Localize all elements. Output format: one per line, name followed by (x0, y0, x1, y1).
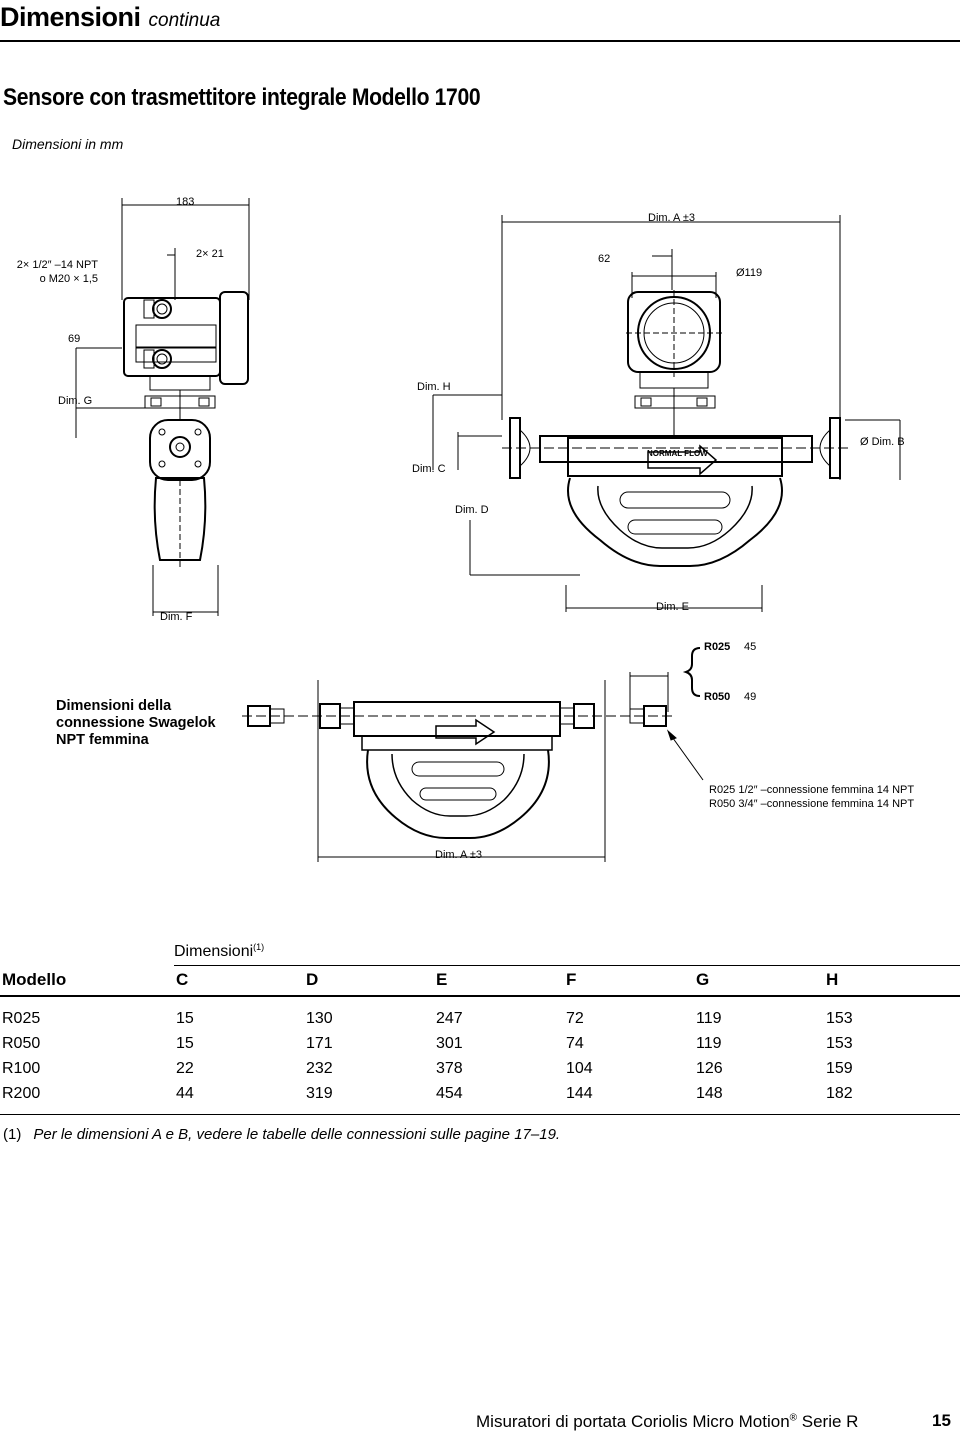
table-cell: 130 (306, 1010, 333, 1027)
label-r025: R025 (704, 641, 730, 653)
group-header-rule (174, 965, 960, 966)
footnote-text: Per le dimensioni A e B, vedere le tabel… (33, 1126, 561, 1143)
page-title: Dimensioni continua (0, 2, 220, 33)
table-cell: R025 (2, 1010, 41, 1027)
table-cell: 153 (826, 1010, 853, 1027)
label-conduit-1: 2× 1/2″ –14 NPT (17, 259, 99, 271)
label-183: 183 (176, 196, 194, 208)
table-cell: 148 (696, 1085, 723, 1102)
label-flow: NORMAL FLOW (647, 449, 708, 458)
table-cell: 15 (176, 1035, 194, 1052)
transmitter-side-view (123, 291, 249, 570)
label-conduit-2: o M20 × 1,5 (40, 273, 98, 285)
table-cell: 171 (306, 1035, 333, 1052)
label-69: 69 (68, 333, 80, 345)
label-conn-note-2: R050 3/4″ –connessione femmina 14 NPT (709, 798, 914, 810)
footer-product: Misuratori di portata Coriolis Micro Mot… (476, 1412, 858, 1432)
section-title: Sensore con trasmettitore integrale Mode… (3, 84, 481, 111)
table-cell: 301 (436, 1035, 463, 1052)
table-cell: 119 (696, 1035, 722, 1052)
col-header-g: G (696, 970, 710, 989)
heading-rule (0, 40, 960, 42)
footnote-number: (1) (3, 1126, 22, 1143)
label-dim-f: Dim. F (160, 611, 193, 623)
swagelok-label-line2: connessione Swagelok (56, 715, 216, 731)
label-dim-g: Dim. G (58, 395, 92, 407)
page-title-main: Dimensioni (0, 2, 141, 32)
col-header-modello: Modello (2, 970, 67, 989)
label-62: 62 (598, 253, 610, 265)
label-r025-val: 45 (744, 641, 756, 653)
table-cell: R200 (2, 1085, 41, 1102)
footer-product-name: Misuratori di portata Coriolis Micro Mot… (476, 1412, 790, 1431)
label-dim-c: Dim. C (412, 463, 446, 475)
table-cell: 454 (436, 1085, 463, 1102)
table-cell: 104 (566, 1060, 593, 1077)
dimensions-footnote-ref: (1) (253, 942, 265, 952)
table-cell: R050 (2, 1035, 41, 1052)
footer-series: Serie R (801, 1412, 859, 1431)
col-header-f: F (566, 970, 577, 989)
table-cell: 159 (826, 1060, 853, 1077)
label-dim-e: Dim. E (656, 601, 689, 613)
table-cell: 126 (696, 1060, 723, 1077)
table-cell: 232 (306, 1060, 333, 1077)
table-cell: 74 (566, 1035, 584, 1052)
table-bottom-rule (0, 1114, 960, 1115)
swagelok-label-line1: Dimensioni della (56, 698, 172, 714)
label-2x21: 2× 21 (196, 248, 224, 260)
units-note: Dimensioni in mm (12, 136, 124, 152)
label-dim-h: Dim. H (417, 381, 451, 393)
table-cell: R100 (2, 1060, 41, 1077)
swagelok-label-line3: NPT femmina (56, 732, 149, 748)
table-cell: 15 (176, 1010, 194, 1027)
table-header-rule (0, 995, 960, 997)
table-cell: 119 (696, 1010, 722, 1027)
label-dim-a-top: Dim. A ±3 (648, 212, 695, 224)
sensor-front-view (502, 417, 850, 567)
table-cell: 44 (176, 1085, 194, 1102)
col-header-d: D (306, 970, 319, 989)
label-dim-a-bottom: Dim. A ±3 (435, 849, 482, 861)
page-number: 15 (932, 1411, 951, 1430)
registered-mark: ® (789, 1412, 798, 1424)
col-header-c: C (176, 970, 189, 989)
table-cell: 319 (306, 1085, 333, 1102)
table-cell: 22 (176, 1060, 194, 1077)
dimensions-group-header: Dimensioni(1) (174, 942, 264, 961)
label-r050: R050 (704, 691, 730, 703)
label-dim-d: Dim. D (455, 504, 489, 516)
table-cell: 72 (566, 1010, 584, 1027)
col-header-h: H (826, 970, 839, 989)
table-cell: 144 (566, 1085, 593, 1102)
label-r050-val: 49 (744, 691, 756, 703)
dimension-drawing: 183 Dim. A ±3 2× 1/2″ –14 NPT o M20 × 1,… (17, 196, 914, 862)
table-cell: 182 (826, 1085, 853, 1102)
table-cell: 153 (826, 1035, 853, 1052)
label-conn-note-1: R025 1/2″ –connessione femmina 14 NPT (709, 784, 914, 796)
page-title-continued: continua (148, 10, 221, 31)
transmitter-front-view (626, 290, 722, 436)
footnote: (1) Per le dimensioni A e B, vedere le ta… (3, 1126, 560, 1143)
label-119: Ø119 (736, 267, 762, 279)
table-cell: 247 (436, 1010, 463, 1027)
label-dim-b: Ø Dim. B (860, 436, 905, 448)
col-header-e: E (436, 970, 448, 989)
dimensions-group-label: Dimensioni (174, 943, 254, 960)
swagelok-view (242, 672, 704, 862)
table-cell: 378 (436, 1060, 463, 1077)
swagelok-label: Dimensioni della connessione Swagelok NP… (56, 698, 216, 749)
